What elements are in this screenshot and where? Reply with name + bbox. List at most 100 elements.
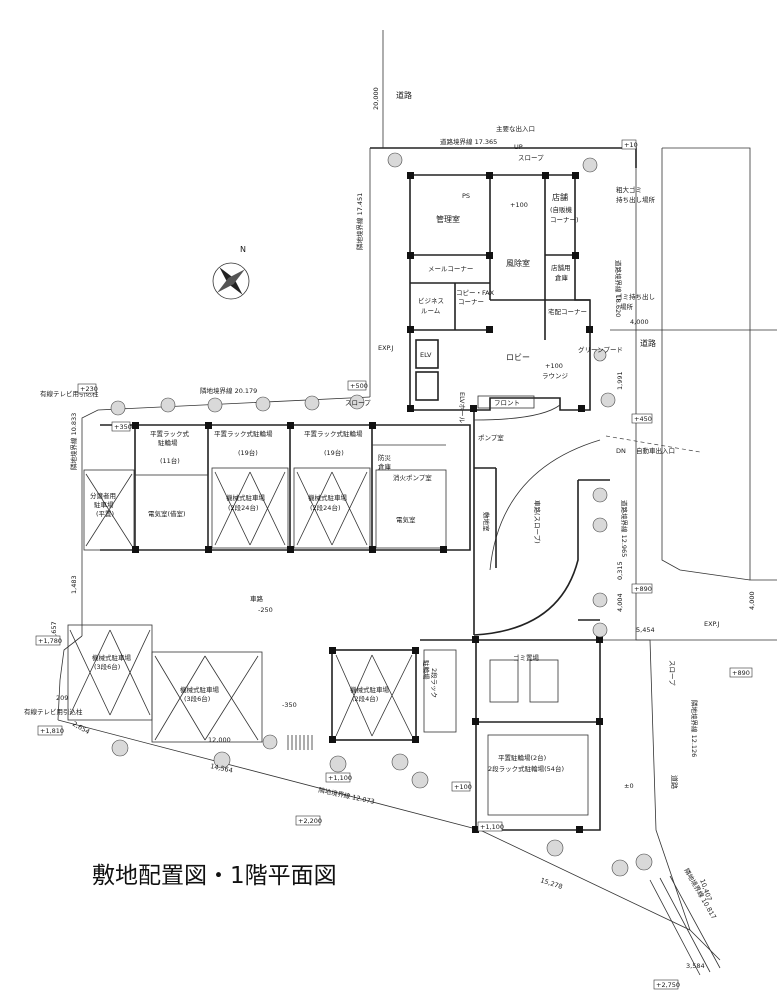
room-mech2b: (2段24台) <box>310 503 340 512</box>
room-shiyaku: 敷地室 <box>482 512 491 532</box>
room-rack2: 平置ラック式駐輪場 <box>214 429 273 438</box>
level-2200: +2,200 <box>298 817 322 825</box>
dim-1991: 1,991 <box>616 371 624 390</box>
room-bunjou2: 駐車場 <box>94 500 114 509</box>
level-1100: +1,100 <box>328 774 352 782</box>
stairs <box>287 735 721 976</box>
level-top: +10 <box>624 141 638 149</box>
room-shouka-pump: 消火ポンプ室 <box>393 473 432 482</box>
dim-8657: 8,657 <box>50 621 58 640</box>
room-lounge: ラウンジ <box>542 372 569 380</box>
room-tenpo-sub: (自販機 <box>550 205 573 214</box>
level-100c: +100 <box>454 783 472 791</box>
trees <box>110 152 653 877</box>
label-douro-right: 道路 <box>640 338 656 348</box>
boundary-b8: 隣地境界線 12.073 <box>318 785 376 806</box>
room-denki: 電気室 <box>396 515 416 524</box>
parking-hatch <box>69 471 413 741</box>
room-copyfax2: コーナー <box>458 298 484 306</box>
label-green: グリーンプード <box>578 345 623 354</box>
level-350: +350 <box>114 423 132 431</box>
dimension-labels: 20,000 4,000 4,000 4,004 5,454 1,483 8,6… <box>50 87 756 970</box>
room-bousai: 防災 <box>378 453 392 462</box>
level-100: +100 <box>510 201 528 209</box>
room-rack-bike: 2段ラック <box>430 668 439 698</box>
boundary-b5: 道路境界線 18.620 <box>614 260 623 317</box>
room-business: ビジネス <box>418 296 444 305</box>
room-takuhai: 宅配コーナー <box>548 307 587 316</box>
site-boundary <box>57 30 777 961</box>
room-mech4: 機械式駐車場 <box>180 685 220 694</box>
structural-columns <box>132 172 603 833</box>
room-rack1: 平置ラック式 <box>150 429 190 438</box>
level-1780: +1,780 <box>38 637 62 645</box>
room-shadou: 車路 <box>250 594 264 603</box>
room-mech5b: (2段4台) <box>352 694 378 703</box>
building-walls <box>67 174 610 831</box>
level-450: +450 <box>634 415 652 423</box>
room-bike: 駐輪場 <box>422 660 431 680</box>
dim-1483: 1,483 <box>70 575 78 594</box>
room-front: フロント <box>494 399 520 407</box>
label-douro-top: 道路 <box>396 90 412 100</box>
room-denki-heiden: 電気室(借室) <box>148 509 186 518</box>
room-mech3b: (3段6台) <box>94 662 120 671</box>
dim-4000a: 4,000 <box>630 318 649 326</box>
label-douro-bottom: 道路 <box>670 775 679 789</box>
room-mech5: 機械式駐車場 <box>350 685 390 694</box>
level-350b: -350 <box>282 701 297 709</box>
room-bunjou: 分譲者用 <box>90 491 116 500</box>
dim-road-top: 20,000 <box>372 87 380 110</box>
boundary-b9: 隣地境界線 10.817 <box>682 867 718 921</box>
room-heichi-bike: 平置駐輪場(2台) <box>498 753 546 762</box>
room-rack1c: (11台) <box>160 456 180 465</box>
dim-12000: 12,000 <box>208 736 231 744</box>
label-tv-cable-2: 有線テレビ用引込柱 <box>24 707 83 716</box>
dim-0315: 0,315 <box>616 561 624 580</box>
level-230: +230 <box>80 385 98 393</box>
compass-north-label: N <box>240 245 246 254</box>
dim-15278: 15,278 <box>539 876 563 891</box>
label-gomi-dashi4: 場所 <box>620 302 634 311</box>
dim-14564: 14,564 <box>210 762 234 775</box>
boundary-labels: 道路境界線 17.365 隣地境界線 17.451 隣地境界線 20.179 隣… <box>69 137 719 921</box>
room-shadou-slope: 車路(スロープ) <box>533 500 542 544</box>
room-gomi: ゴミ置場 <box>513 653 540 662</box>
level-2750: +2,750 <box>656 981 680 989</box>
boundary-b4: 隣地境界線 10.833 <box>69 413 78 470</box>
room-mail: メールコーナー <box>428 265 473 273</box>
dim-4000b: 4,000 <box>748 591 756 610</box>
drawing-title: 敷地配置図・1階平面図 <box>92 863 337 889</box>
dim-209: 209 <box>56 694 68 702</box>
room-tenpo-souko2: 倉庫 <box>555 273 569 282</box>
room-mech1b: (2段24台) <box>228 503 258 512</box>
room-tenpo-souko: 店舗用 <box>551 263 571 272</box>
level-100b: +100 <box>545 362 563 370</box>
room-rack3: 平置ラック式駐輪場 <box>304 429 363 438</box>
label-gomi-dashi3: ゴミ持ち出し <box>616 292 655 301</box>
level-tags: +10 +100 +100 +500 +230 +350 -350 -250 +… <box>35 139 753 990</box>
room-rack2b: (19台) <box>238 448 258 457</box>
room-labels: 管理室 メールコーナー 風除室 店舗 (自販機 コーナー) 店舗用 倉庫 ビジネ… <box>90 192 587 773</box>
label-ps: PS <box>462 192 470 200</box>
room-mech1: 機械式駐車場 <box>226 493 266 502</box>
room-elv-1: ELV <box>420 351 432 359</box>
boundary-b6: 道路境界線 12.965 <box>620 500 629 557</box>
level-1810: +1,810 <box>40 727 64 735</box>
room-bunjou3: (平置) <box>96 510 114 518</box>
room-mech4b: (3段6台) <box>184 694 210 703</box>
room-lobby: ロビー <box>506 353 530 362</box>
room-mech3: 機械式駐車場 <box>92 653 132 662</box>
annotations: 道路 道路 道路 主要な出入口 自動車出入口 スロープ スロープ スロープ 粗大… <box>24 90 720 789</box>
level-250: -250 <box>258 606 273 614</box>
label-dn: DN <box>616 447 626 455</box>
label-slope-left: スロープ <box>345 399 371 407</box>
label-car-entrance: 自動車出入口 <box>636 446 675 455</box>
room-mech2: 機械式駐車場 <box>308 493 348 502</box>
room-fuushitsu: 風除室 <box>506 258 530 268</box>
room-elv-hall: ELVホール <box>458 392 466 423</box>
room-tenpo-sub2: コーナー) <box>550 216 579 224</box>
dim-2653: 2,654 <box>71 720 91 736</box>
level-890b: +890 <box>732 669 750 677</box>
boundary-b3: 隣地境界線 20.179 <box>200 386 257 395</box>
